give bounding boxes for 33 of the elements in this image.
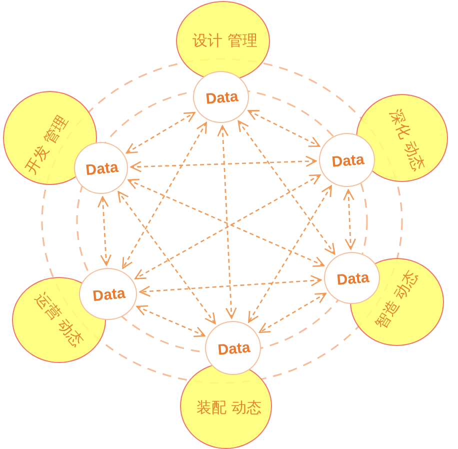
double-arrow [118, 191, 216, 324]
data-label: Data [92, 286, 126, 304]
double-arrow [98, 196, 112, 266]
double-arrow [238, 120, 336, 255]
double-arrow [258, 292, 326, 334]
double-arrow [136, 305, 206, 338]
double-arrow [139, 275, 322, 297]
topic-label: 设计 管理 [192, 34, 258, 48]
topic-label: 智造 动态 [373, 268, 421, 332]
double-arrow [217, 125, 237, 319]
data-circle [193, 71, 249, 123]
data-label: Data [205, 89, 239, 107]
double-arrow [126, 112, 196, 154]
data-circle [324, 252, 380, 304]
double-arrow [248, 185, 332, 323]
topic-label: 深化 动态 [387, 107, 427, 173]
data-label: Data [85, 160, 119, 178]
data-circle [74, 142, 128, 194]
topic-label: 运营 动态 [32, 290, 86, 350]
double-arrow [343, 189, 356, 250]
double-arrow [248, 110, 320, 147]
data-circle [205, 321, 261, 375]
topic-label: 开发 管理 [23, 114, 71, 176]
data-circle [79, 268, 137, 320]
data-label: Data [336, 270, 370, 288]
data-label: Data [217, 340, 251, 358]
topic-label: 装配 动态 [196, 400, 262, 416]
double-arrow [122, 122, 207, 269]
double-arrow [130, 156, 317, 172]
double-arrow [134, 174, 321, 280]
data-circle [319, 133, 375, 187]
double-arrow [128, 178, 325, 267]
data-label: Data [331, 152, 365, 170]
